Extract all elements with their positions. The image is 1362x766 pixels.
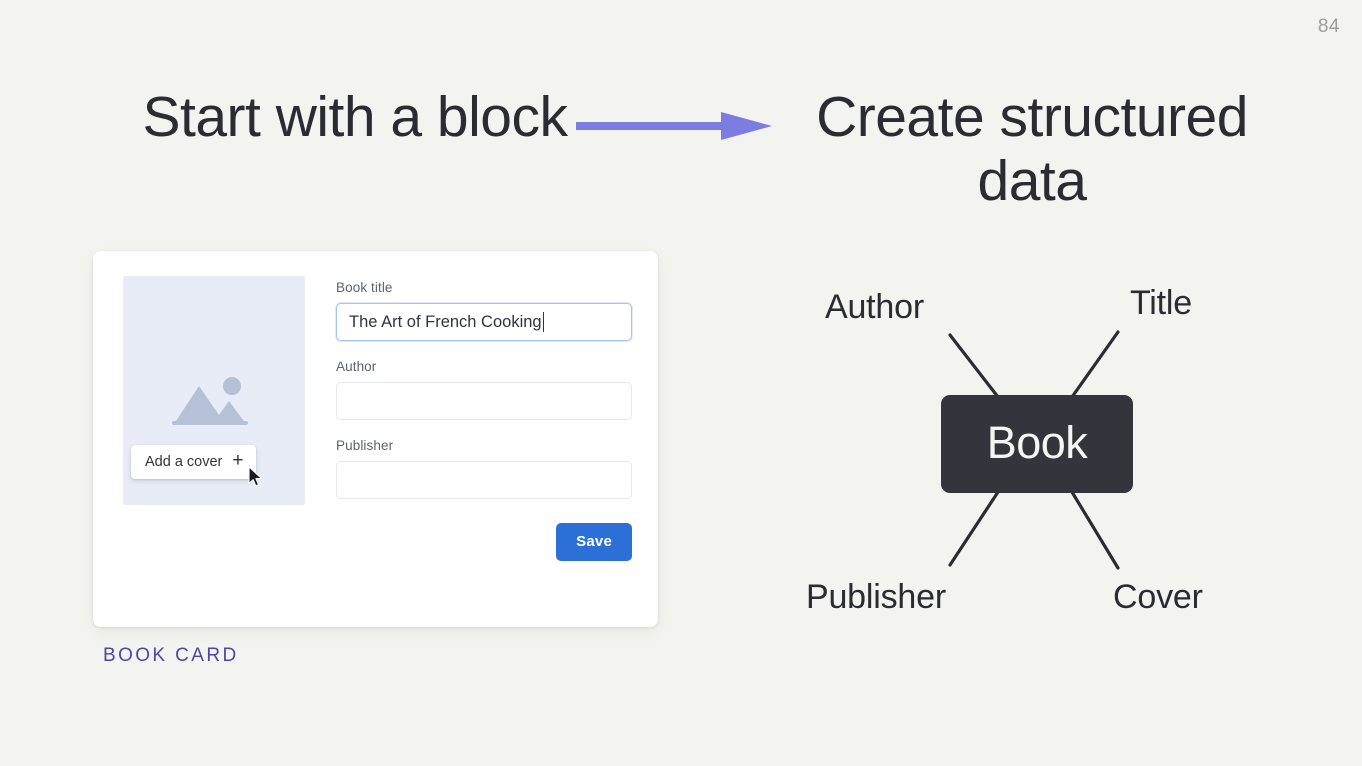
book-title-input[interactable]: The Art of French Cooking [336, 303, 632, 341]
image-placeholder-icon [172, 372, 256, 437]
diagram-connector-lines [948, 330, 1120, 570]
page-number: 84 [1317, 16, 1340, 37]
field-author: Author [336, 359, 632, 420]
save-button[interactable]: Save [556, 523, 632, 561]
form-actions: Save [336, 523, 632, 561]
publisher-input[interactable] [336, 461, 632, 499]
field-book-title: Book title The Art of French Cooking [336, 280, 632, 341]
book-title-value: The Art of French Cooking [349, 312, 542, 331]
diagram-node-cover: Cover [1113, 578, 1203, 616]
add-cover-label: Add a cover [145, 453, 223, 470]
book-card: Add a cover + Book title The Art of Fren… [93, 251, 658, 627]
field-label-author: Author [336, 359, 377, 374]
diagram-node-publisher: Publisher [806, 578, 946, 616]
book-card-caption: BOOK CARD [103, 645, 239, 666]
book-form: Book title The Art of French Cooking Aut… [336, 280, 632, 561]
heading-left: Start with a block [142, 85, 568, 149]
diagram-node-author: Author [825, 288, 924, 326]
field-publisher: Publisher [336, 438, 632, 499]
structured-data-diagram: Book Author Title Publisher Cover [780, 260, 1260, 640]
entity-node-label: Book [986, 416, 1088, 468]
heading-right: Create structured data [816, 85, 1248, 213]
arrow-right-icon [576, 108, 772, 144]
field-label-publisher: Publisher [336, 438, 394, 453]
plus-icon: + [232, 450, 244, 471]
field-label-book-title: Book title [336, 280, 393, 295]
entity-node-book: Book [941, 395, 1133, 493]
cover-upload-area[interactable]: Add a cover + [123, 276, 305, 505]
text-caret [542, 312, 544, 332]
diagram-node-title: Title [1130, 284, 1192, 322]
author-input[interactable] [336, 382, 632, 420]
add-cover-button[interactable]: Add a cover + [131, 445, 256, 479]
